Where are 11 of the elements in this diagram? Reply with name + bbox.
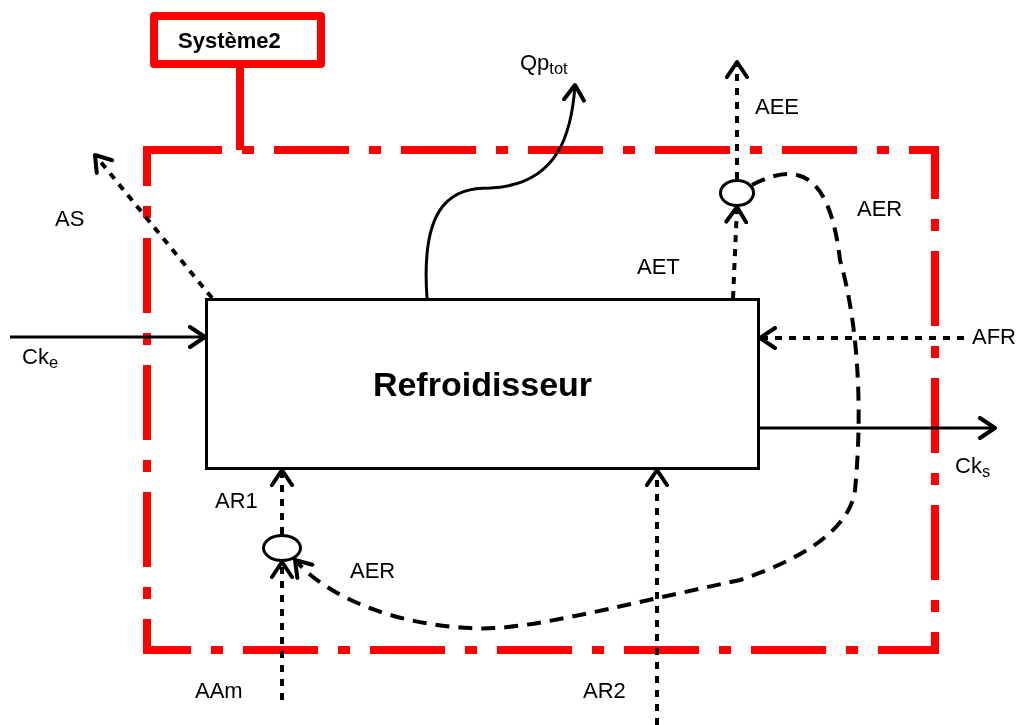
edge-label: AFR [972,326,1016,348]
connector-line [236,68,244,150]
edge-label: Ck$_{e}$ [22,346,59,368]
system-tag: Système2 [150,12,325,68]
edge-label: Qp$_{tot}$ [520,52,568,74]
edge-label: AR2 [583,680,626,702]
arrow [725,60,749,179]
edge-label: AEE [755,96,800,118]
edge-label: Ck$_{s}$ [955,455,991,477]
edge-label: AS [55,208,85,230]
edge-label: AAm [195,680,243,702]
